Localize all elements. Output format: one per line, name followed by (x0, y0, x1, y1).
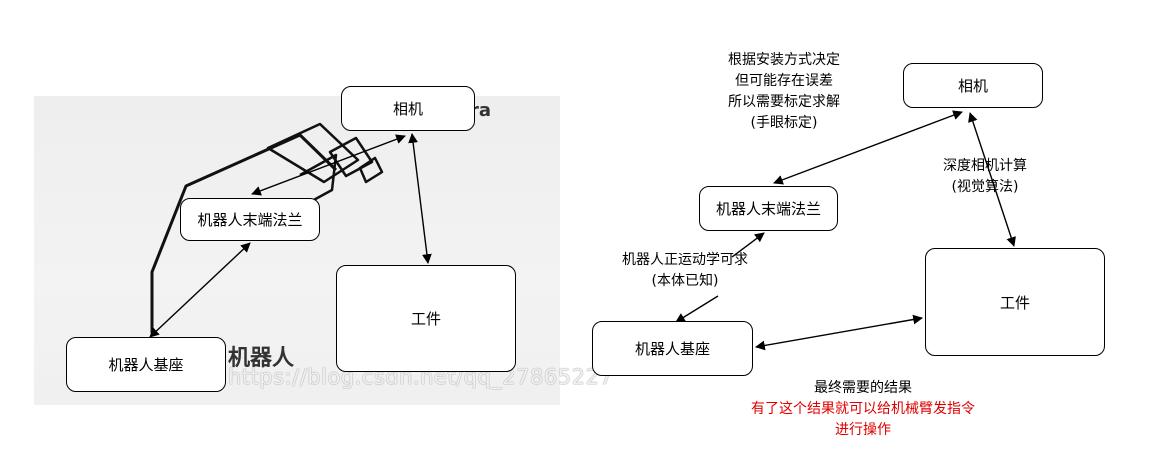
note-install-line-1: 根据安装方式决定 (728, 52, 840, 68)
arrow-camera-flange-right (773, 110, 963, 185)
photo-text-ra: ra (470, 100, 492, 121)
note-install-method: 根据安装方式决定 但可能存在误差 所以需要标定求解 (手眼标定) (706, 50, 862, 134)
arrow-base-workpiece-right (755, 314, 923, 351)
arrow-kinematics-base (675, 295, 719, 323)
note-install-line-2: 但可能存在误差 (735, 73, 833, 89)
arrow-kinematics-flange (731, 232, 765, 258)
arrow-camera-workpiece-right (968, 112, 1016, 247)
arrow-flange-base (149, 242, 251, 338)
note-result-red-line-2: 进行操作 (835, 422, 891, 438)
right-workpiece-box: 工件 (925, 248, 1105, 356)
left-arrows (149, 133, 432, 338)
note-kinematics-line-1: 机器人正运动学可求 (622, 252, 748, 268)
note-depth-line-1: 深度相机计算 (943, 158, 1027, 174)
right-camera-box: 相机 (903, 63, 1043, 108)
arrow-camera-flange (251, 134, 406, 196)
note-final-result: 最终需要的结果 有了这个结果就可以给机械臂发指令 进行操作 (712, 378, 1014, 441)
left-camera-box: 相机 (341, 86, 475, 131)
note-result-red-line-1: 有了这个结果就可以给机械臂发指令 (751, 401, 975, 417)
note-install-line-3: 所以需要标定求解 (728, 94, 840, 110)
right-base-box: 机器人基座 (592, 321, 753, 376)
note-forward-kinematics: 机器人正运动学可求 (本体已知) (610, 250, 760, 292)
note-result-line-1: 最终需要的结果 (814, 380, 912, 396)
left-flange-box: 机器人末端法兰 (180, 198, 320, 241)
note-install-line-4: (手眼标定) (750, 115, 818, 131)
arrow-camera-workpiece (408, 133, 432, 264)
note-depth-line-2: (视觉算法) (951, 179, 1019, 195)
left-workpiece-box: 工件 (336, 265, 516, 372)
right-flange-box: 机器人末端法兰 (699, 186, 838, 231)
photo-text-robot: 机器人 (228, 346, 295, 371)
note-depth-camera: 深度相机计算 (视觉算法) (930, 156, 1040, 198)
left-base-box: 机器人基座 (66, 337, 226, 392)
right-arrows (675, 110, 1016, 351)
note-kinematics-line-2: (本体已知) (651, 273, 719, 289)
